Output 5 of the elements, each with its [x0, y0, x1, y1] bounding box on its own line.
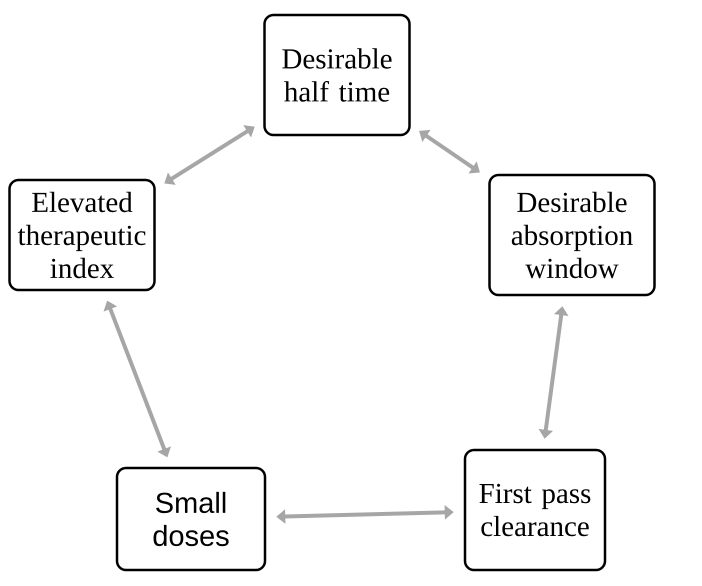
rounded-box: First pass clearance: [464, 448, 606, 572]
rounded-box: Desirable absorption window: [488, 174, 656, 296]
rounded-box: Small doses: [116, 466, 266, 572]
rounded-box: Elevated therapeutic index: [8, 178, 156, 292]
rounded-box: Desirable half time: [263, 14, 411, 136]
